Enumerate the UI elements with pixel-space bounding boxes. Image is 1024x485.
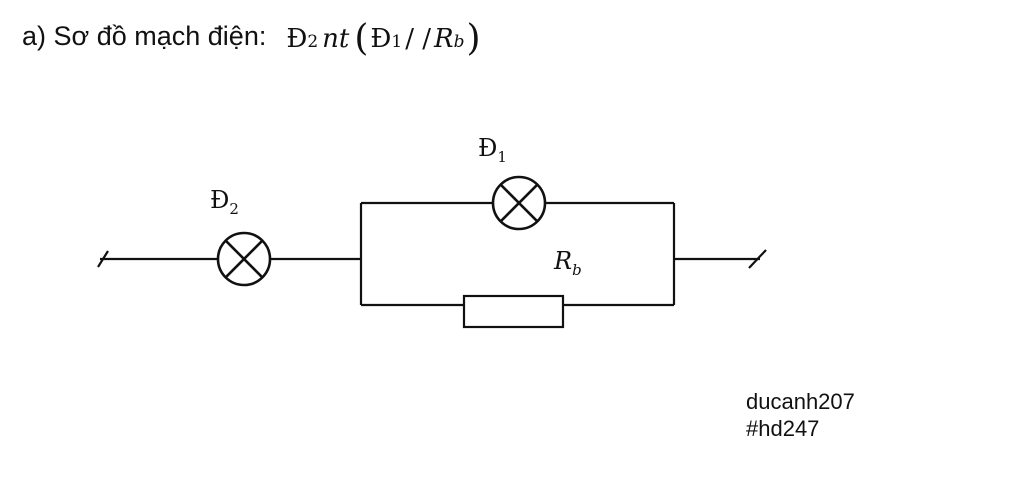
formula-lamp1-symbol: Đ: [370, 24, 392, 54]
watermark-hashtag: #hd247: [746, 416, 820, 441]
formula-lamp1-index: 1: [391, 32, 403, 52]
right-terminal-tick: [748, 249, 767, 269]
resistor-rb-label-symbol: R: [554, 247, 573, 275]
lamp-d1-icon: [491, 175, 547, 231]
lamp-d1-label-index: 1: [497, 147, 507, 166]
formula-open-paren: (: [354, 18, 369, 59]
formula-lamp2-index: 2: [307, 32, 319, 52]
formula-resistor-index: b: [453, 32, 465, 52]
resistor-rb-label: Rb: [554, 247, 582, 279]
formula-close-paren: ): [466, 18, 481, 59]
resistor-rb-icon: [462, 294, 565, 329]
lamp-d2-label: Đ2: [210, 186, 239, 218]
resistor-rb-label-index: b: [572, 260, 582, 279]
lamp-d1-label: Đ1: [478, 134, 507, 166]
formula-lamp2-symbol: Đ: [286, 24, 308, 54]
formula-parallel-sign: / /: [405, 24, 432, 54]
formula-connector: nt: [322, 24, 350, 54]
lamp-d2-icon: [216, 231, 272, 287]
lamp-d2-label-symbol: Đ: [210, 186, 230, 214]
lamp-d1-label-symbol: Đ: [478, 134, 498, 162]
formula-resistor-symbol: R: [434, 24, 454, 54]
heading-prefix: a) Sơ đồ mạch điện:: [22, 20, 267, 51]
author-watermark: ducanh207 #hd247: [746, 388, 855, 442]
lamp-d2-label-index: 2: [229, 199, 239, 218]
watermark-username: ducanh207: [746, 389, 855, 414]
